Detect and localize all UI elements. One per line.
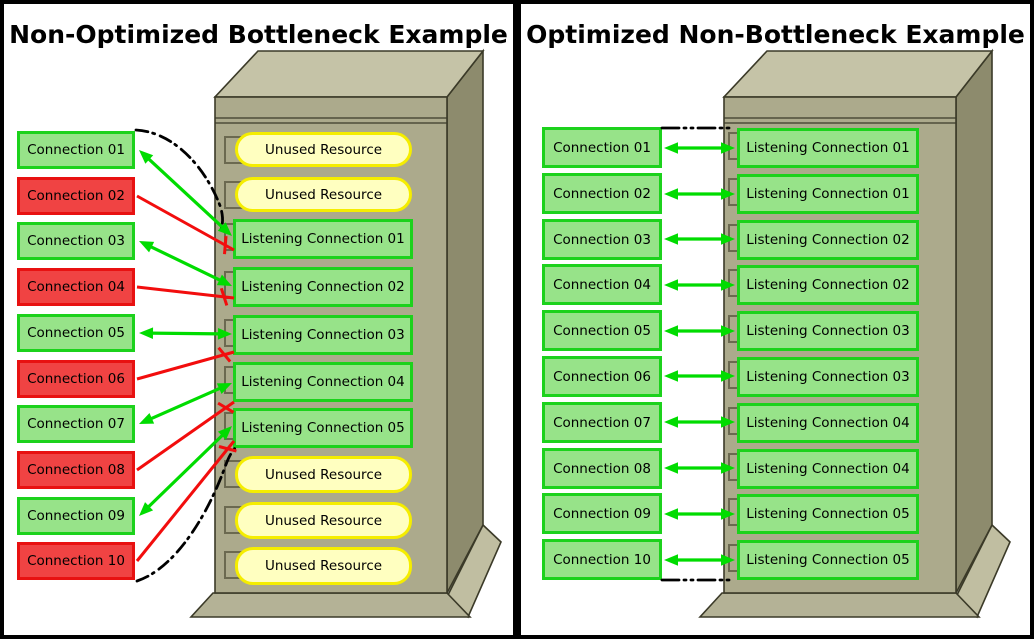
listening-connection-box: Listening Connection 03: [233, 315, 413, 355]
listening-connection-box: Listening Connection 05: [233, 408, 413, 448]
connection-label: Connection 08: [27, 462, 125, 478]
connection-box: Connection 07: [17, 405, 135, 443]
left-panel-title: Non-Optimized Bottleneck Example: [9, 20, 508, 49]
listening-connection-label: Listening Connection 04: [241, 374, 405, 390]
connection-label: Connection 09: [27, 508, 125, 524]
unused-resource-label: Unused Resource: [264, 558, 383, 574]
server-side-face: [955, 48, 993, 594]
connection-box: Connection 07: [542, 402, 662, 443]
connection-label: Connection 07: [553, 414, 651, 431]
connection-box: Connection 04: [17, 268, 135, 306]
connection-box: Connection 03: [17, 222, 135, 260]
listening-connection-box: Listening Connection 05: [737, 540, 919, 580]
connection-label: Connection 06: [27, 371, 125, 387]
connection-box: Connection 06: [542, 356, 662, 397]
unused-resource-oval: Unused Resource: [235, 502, 412, 539]
unused-resource-label: Unused Resource: [264, 186, 383, 203]
server-base-fin: [955, 523, 1011, 619]
server-base: [189, 592, 472, 618]
connection-box: Connection 02: [17, 177, 135, 215]
listening-connection-box: Listening Connection 01: [233, 219, 413, 259]
listening-connection-box: Listening Connection 05: [737, 494, 919, 534]
connection-box: Connection 04: [542, 264, 662, 305]
listening-connection-label: Listening Connection 02: [746, 277, 910, 293]
listening-connection-label: Listening Connection 02: [746, 232, 910, 248]
listening-connection-box: Listening Connection 01: [737, 174, 919, 214]
connection-label: Connection 07: [27, 416, 125, 432]
server-top-face: [213, 50, 485, 98]
connection-box: Connection 06: [17, 360, 135, 398]
connection-label: Connection 06: [553, 368, 651, 385]
scope-bracket-dash-curve-top: [134, 128, 224, 234]
connection-label: Connection 03: [553, 231, 651, 248]
listening-connection-label: Listening Connection 04: [746, 415, 910, 431]
connection-label: Connection 08: [553, 460, 651, 477]
listening-connection-label: Listening Connection 01: [746, 186, 910, 202]
connection-label: Connection 03: [27, 233, 125, 249]
connection-box: Connection 10: [17, 542, 135, 580]
scope-bracket-dash-curve-bottom: [135, 444, 239, 583]
connection-label: Connection 09: [553, 505, 651, 522]
connection-box: Connection 05: [17, 314, 135, 352]
listening-connection-label: Listening Connection 01: [746, 140, 910, 156]
connection-box: Connection 02: [542, 173, 662, 214]
listening-connection-label: Listening Connection 03: [746, 323, 910, 339]
listening-connection-label: Listening Connection 02: [241, 279, 405, 295]
connection-label: Connection 02: [553, 185, 651, 202]
listening-connection-label: Listening Connection 04: [746, 461, 910, 477]
connection-box: Connection 09: [542, 493, 662, 534]
unused-resource-oval: Unused Resource: [235, 132, 412, 167]
unused-resource-label: Unused Resource: [264, 141, 383, 158]
unused-resource-oval: Unused Resource: [235, 177, 412, 212]
right-panel: Optimized Non-Bottleneck Example Connect…: [517, 0, 1034, 639]
unused-resource-label: Unused Resource: [264, 466, 383, 483]
listening-connection-box: Listening Connection 04: [737, 403, 919, 443]
listening-connection-box: Listening Connection 02: [737, 220, 919, 260]
server-base: [698, 592, 981, 618]
connection-box: Connection 08: [17, 451, 135, 489]
listening-connection-label: Listening Connection 05: [241, 420, 405, 436]
listening-connection-box: Listening Connection 02: [233, 267, 413, 307]
connection-label: Connection 05: [553, 322, 651, 339]
listening-connection-box: Listening Connection 04: [233, 362, 413, 402]
right-panel-title: Optimized Non-Bottleneck Example: [526, 20, 1025, 49]
unused-resource-label: Unused Resource: [264, 512, 383, 529]
left-panel: Non-Optimized Bottleneck Example Connect…: [0, 0, 517, 639]
listening-connection-box: Listening Connection 02: [737, 265, 919, 305]
connection-label: Connection 04: [27, 279, 125, 295]
connection-box: Connection 01: [542, 127, 662, 168]
listening-connection-label: Listening Connection 05: [746, 552, 910, 568]
server-base-fin: [446, 523, 502, 619]
unused-resource-oval: Unused Resource: [235, 456, 412, 493]
connection-label: Connection 01: [553, 139, 651, 156]
connection-label: Connection 05: [27, 325, 125, 341]
connection-box: Connection 09: [17, 497, 135, 535]
connection-label: Connection 02: [27, 188, 125, 204]
connection-label: Connection 10: [27, 553, 125, 569]
connection-box: Connection 05: [542, 310, 662, 351]
connection-box: Connection 01: [17, 131, 135, 169]
connection-label: Connection 10: [553, 551, 651, 568]
listening-connection-box: Listening Connection 03: [737, 357, 919, 397]
connection-label: Connection 04: [553, 276, 651, 293]
listening-connection-box: Listening Connection 04: [737, 449, 919, 489]
listening-connection-label: Listening Connection 05: [746, 506, 910, 522]
listening-connection-box: Listening Connection 03: [737, 311, 919, 351]
server-top-face: [722, 50, 994, 98]
listening-connection-label: Listening Connection 03: [746, 369, 910, 385]
connection-box: Connection 10: [542, 539, 662, 580]
connection-label: Connection 01: [27, 142, 125, 158]
unused-resource-oval: Unused Resource: [235, 547, 412, 585]
connection-box: Connection 03: [542, 219, 662, 260]
connection-box: Connection 08: [542, 448, 662, 489]
listening-connection-label: Listening Connection 01: [241, 231, 405, 247]
listening-connection-box: Listening Connection 01: [737, 128, 919, 168]
server-side-face: [446, 48, 484, 594]
listening-connection-label: Listening Connection 03: [241, 327, 405, 343]
